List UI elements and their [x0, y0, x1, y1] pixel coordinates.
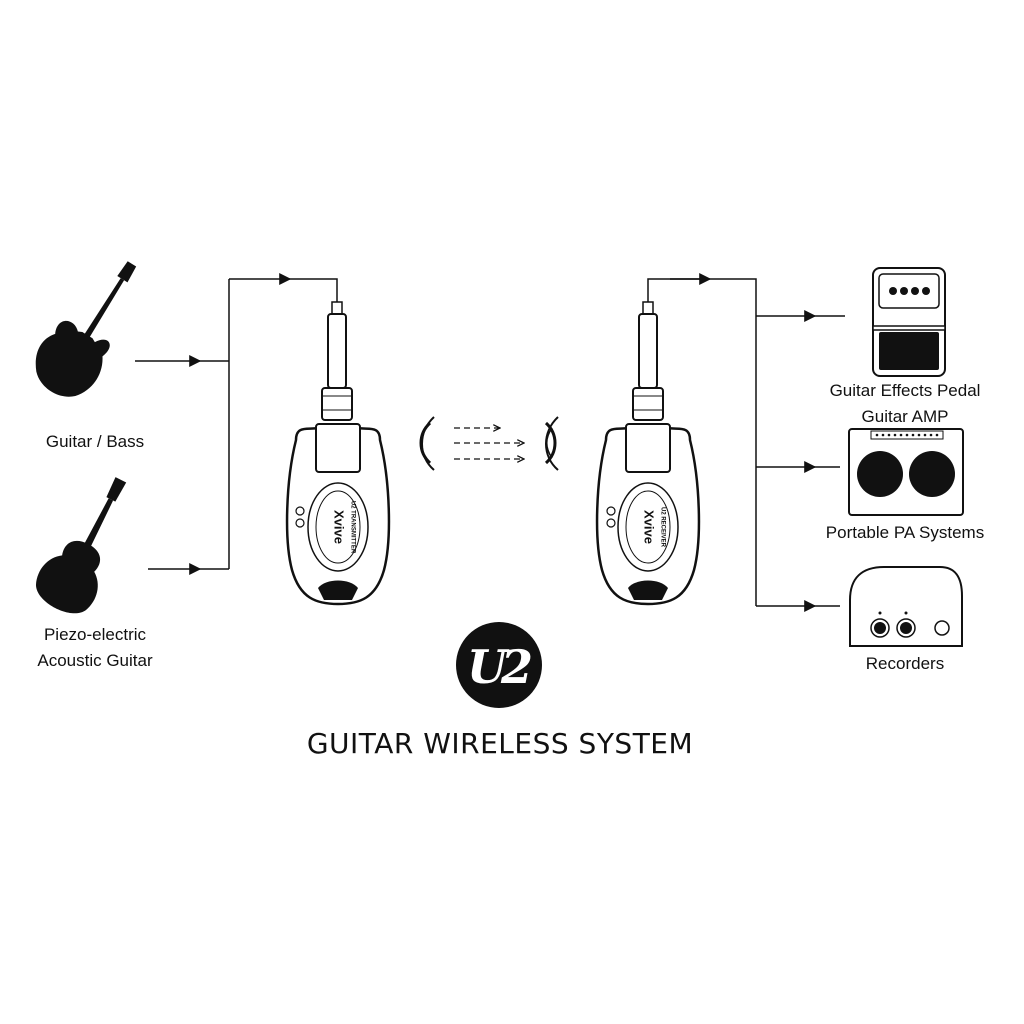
acoustic-label-line2: Acoustic Guitar	[37, 651, 153, 670]
acoustic-guitar-icon	[35, 477, 127, 614]
transmitter-brand: Xvive	[332, 510, 347, 544]
receiver-model-label: U2 RECEIVER	[659, 507, 665, 548]
page-title: GUITAR WIRELESS SYSTEM	[306, 727, 694, 760]
electric-guitar-icon	[35, 261, 137, 397]
acoustic-label-line1: Piezo-electric	[43, 625, 147, 644]
acoustic-guitar-label: Piezo-electric Acoustic Guitar	[20, 622, 170, 674]
transmitter-unit: Xvive U2 TRANSMITTER	[285, 301, 391, 606]
pedal-label-line2: Guitar AMP	[861, 407, 949, 426]
recorders-label: Recorders	[865, 654, 945, 673]
receiver-wiring	[647, 273, 845, 612]
wireless-signal-icon	[419, 416, 559, 471]
effects-pedal-icon	[872, 267, 946, 377]
receiver-unit: Xvive U2 RECEIVER	[595, 301, 701, 606]
input-wiring	[135, 273, 338, 575]
receiver-brand: Xvive	[642, 510, 657, 544]
effects-pedal-label: Guitar Effects Pedal Guitar AMP	[805, 378, 1005, 430]
pa-systems-label: Portable PA Systems	[825, 523, 985, 542]
pa-amplifier-icon	[848, 428, 964, 516]
transmitter-model-label: U2 TRANSMITTER	[349, 501, 355, 554]
pedal-label-line1: Guitar Effects Pedal	[829, 381, 981, 400]
recorder-interface-icon	[849, 566, 963, 647]
electric-guitar-label: Guitar / Bass	[45, 432, 145, 451]
u2-logo: U2	[456, 622, 542, 708]
u2-logo-text: U2	[467, 640, 532, 694]
